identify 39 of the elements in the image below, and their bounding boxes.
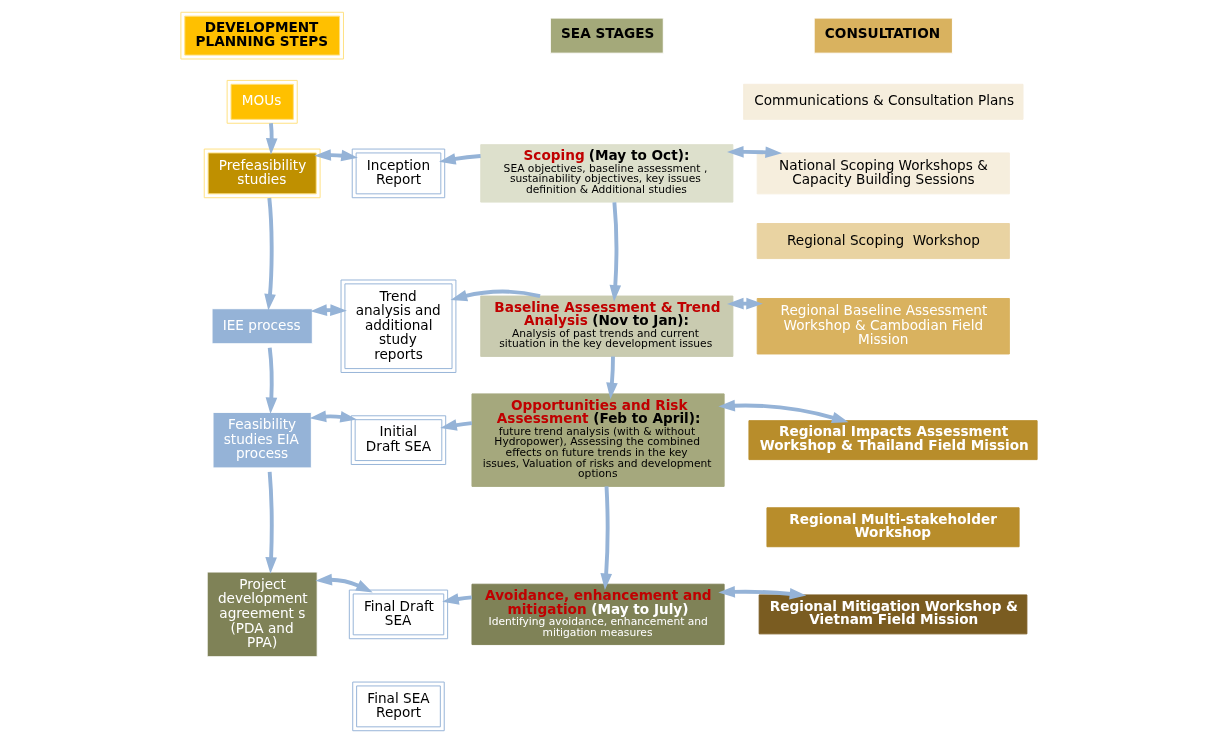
node-box: Regional Baseline Assessment Workshop & Cambodian Field Mission bbox=[756, 298, 1010, 355]
node-box: Final Draft SEA bbox=[348, 589, 448, 640]
node-box: Final SEA Report bbox=[351, 681, 445, 732]
arrow bbox=[726, 297, 763, 310]
arrow bbox=[605, 356, 618, 400]
node-box: Scoping (May to Oct): SEA objectives, baseline assessment , sustainability objectives, key issues definition & Additional studies bbox=[479, 144, 733, 203]
arrow bbox=[609, 202, 621, 302]
node-box: Avoidance, enhancement and mitigation (May to July) Identifying avoidance, enhancement and mitigation measures bbox=[471, 583, 725, 646]
node-box: MOUs bbox=[226, 79, 298, 124]
node-box: Regional Scoping Workshop bbox=[756, 223, 1010, 260]
arrow bbox=[309, 410, 357, 423]
node-box: Regional Impacts Assessment Workshop & Thailand Field Mission bbox=[747, 420, 1038, 461]
arrow bbox=[314, 573, 373, 593]
node-box: Regional Mitigation Workshop & Vietnam Field Mission bbox=[758, 594, 1027, 635]
node-box: Prefeasibility studies bbox=[203, 148, 321, 199]
node-box: Feasibility studies EIA process bbox=[212, 411, 312, 469]
arrow bbox=[264, 471, 277, 574]
node-box: Opportunities and Risk Assessment (Feb to April): future trend analysis (with & without Hydropower), Assessing the combined effects on future trends in the key issues, Valuation of risks and development options bbox=[471, 393, 725, 487]
node-box: DEVELOPMENT PLANNING STEPS bbox=[179, 11, 344, 60]
node-box: Regional Multi-stakeholder Workshop bbox=[765, 507, 1020, 548]
arrow bbox=[441, 593, 472, 605]
arrow bbox=[439, 419, 472, 431]
node-box: IEE process bbox=[211, 308, 313, 345]
node-box: SEA STAGES bbox=[549, 17, 664, 54]
arrow bbox=[438, 153, 481, 165]
arrow bbox=[263, 197, 276, 311]
arrow bbox=[450, 289, 540, 302]
arrow bbox=[265, 347, 277, 415]
arrow bbox=[313, 149, 358, 162]
node-box: Inception Report bbox=[351, 148, 445, 199]
arrow bbox=[717, 399, 849, 424]
node-box: CONSULTATION bbox=[813, 17, 953, 54]
node-box: National Scoping Workshops & Capacity Building Sessions bbox=[756, 152, 1010, 195]
arrow bbox=[717, 586, 806, 600]
arrow bbox=[599, 486, 612, 590]
node-box: Communications & Consultation Plans bbox=[742, 83, 1023, 120]
node-box: Project development agreement s (PDA and PPA) bbox=[206, 571, 318, 658]
arrow bbox=[726, 146, 782, 159]
node-box: Baseline Assessment & Trend Analysis (Nov to Jan): Analysis of past trends and current situation in the key development issues bbox=[479, 295, 733, 357]
